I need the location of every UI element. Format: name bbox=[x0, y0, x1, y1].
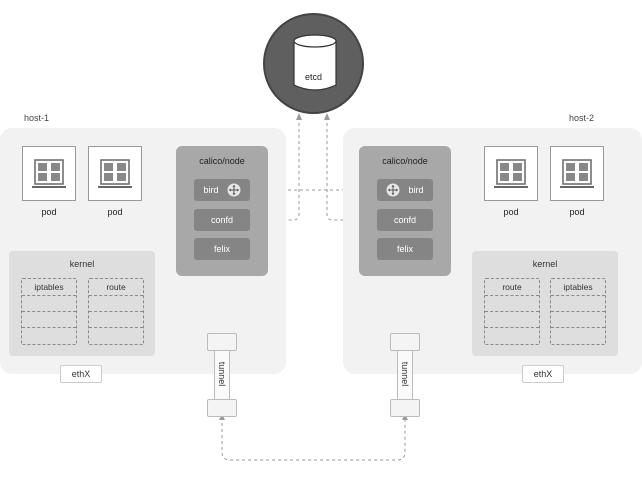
tunnel-1-bottom-cap bbox=[207, 399, 237, 417]
etcd-to-host1-confd bbox=[252, 117, 300, 221]
table-row-line bbox=[551, 311, 605, 312]
tunnel-2-body bbox=[397, 351, 413, 399]
host-1-kernel-title: kernel bbox=[69, 259, 95, 269]
host-1-bird[interactable]: bird bbox=[194, 179, 250, 201]
host-1-pod-1[interactable] bbox=[22, 146, 76, 201]
etcd-to-host2-confd bbox=[326, 117, 376, 221]
etcd-node: etcd bbox=[263, 13, 364, 114]
host-2-pod-1-label: pod bbox=[503, 207, 519, 217]
table-row-line bbox=[551, 327, 605, 328]
table-row-line bbox=[485, 295, 539, 296]
table-row-line bbox=[89, 311, 143, 312]
tunnel-1-body bbox=[214, 351, 230, 399]
host-2-label: host-2 bbox=[569, 113, 595, 123]
host-2-calico-node-title: calico/node bbox=[382, 156, 428, 166]
host-1-felix[interactable]: felix bbox=[194, 238, 250, 260]
host-1-bird-label: bird bbox=[203, 185, 219, 195]
host-1-route-table[interactable]: route bbox=[88, 278, 144, 345]
database-cylinder-icon bbox=[293, 34, 337, 91]
tunnel-2-bottom-cap bbox=[390, 399, 420, 417]
host-1-pod-2[interactable] bbox=[88, 146, 142, 201]
host-2-kernel: kernel route iptables bbox=[472, 251, 618, 356]
host-1-calico-node: calico/node bird confd felix bbox=[176, 146, 268, 276]
host-2-kernel-title: kernel bbox=[532, 259, 558, 269]
server-rack-icon bbox=[494, 158, 528, 188]
tunnel-1[interactable]: tunnel bbox=[207, 333, 237, 417]
host-2-calico-node: calico/node bird confd felix bbox=[359, 146, 451, 276]
table-row-line bbox=[89, 295, 143, 296]
host-1-iptables-label: iptables bbox=[34, 282, 64, 292]
host-1-kernel: kernel iptables route bbox=[9, 251, 155, 356]
table-row-line bbox=[22, 295, 76, 296]
host-2-pod-1[interactable] bbox=[484, 146, 538, 201]
server-rack-icon bbox=[560, 158, 594, 188]
tunnel-1-top-cap bbox=[207, 333, 237, 351]
host-1-route-label: route bbox=[106, 282, 126, 292]
table-row-line bbox=[89, 327, 143, 328]
host-2-pod-2[interactable] bbox=[550, 146, 604, 201]
tunnel-2-top-cap bbox=[390, 333, 420, 351]
host-1-label: host-1 bbox=[24, 113, 50, 123]
host-2-bird-label: bird bbox=[408, 185, 424, 195]
host-1-calico-node-title: calico/node bbox=[199, 156, 245, 166]
tunnel-link bbox=[221, 417, 406, 461]
host-2-ethx[interactable]: ethX bbox=[522, 365, 564, 383]
host-1-pod-1-label: pod bbox=[41, 207, 57, 217]
tunnel-2[interactable]: tunnel bbox=[390, 333, 420, 417]
move-arrows-icon bbox=[227, 183, 240, 197]
server-rack-icon bbox=[98, 158, 132, 188]
server-rack-icon bbox=[32, 158, 66, 188]
host-2-bird[interactable]: bird bbox=[377, 179, 433, 201]
table-row-line bbox=[22, 311, 76, 312]
host-2-iptables-table[interactable]: iptables bbox=[550, 278, 606, 345]
host-1-ethx[interactable]: ethX bbox=[60, 365, 102, 383]
host-2-confd[interactable]: confd bbox=[377, 209, 433, 231]
etcd-label: etcd bbox=[304, 72, 322, 82]
host-1-pod-2-label: pod bbox=[107, 207, 123, 217]
host-1-iptables-table[interactable]: iptables bbox=[21, 278, 77, 345]
table-row-line bbox=[485, 311, 539, 312]
table-row-line bbox=[22, 327, 76, 328]
host-1-confd[interactable]: confd bbox=[194, 209, 250, 231]
table-row-line bbox=[551, 295, 605, 296]
host-2-route-table[interactable]: route bbox=[484, 278, 540, 345]
tunnel-1-label: tunnel bbox=[217, 361, 227, 387]
host-2-pod-2-label: pod bbox=[569, 207, 585, 217]
tunnel-2-label: tunnel bbox=[400, 361, 410, 387]
table-row-line bbox=[485, 327, 539, 328]
move-arrows-icon bbox=[386, 183, 400, 197]
host-2-iptables-label: iptables bbox=[563, 282, 593, 292]
host-2-route-label: route bbox=[502, 282, 522, 292]
host-2-felix[interactable]: felix bbox=[377, 238, 433, 260]
